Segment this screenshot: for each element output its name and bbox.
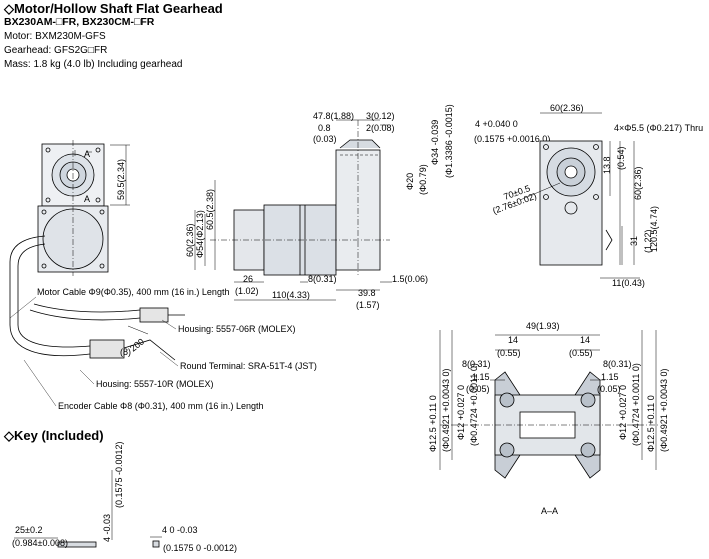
- dim-0-55-left: (0.55): [497, 348, 521, 358]
- dim-0-54: (0.54): [616, 146, 626, 170]
- dim-0-05-right: (0.05): [597, 384, 621, 394]
- dim-110: 110(4.33): [272, 290, 310, 300]
- section-mark-a-bottom: A: [84, 194, 90, 204]
- key-drawing: [57, 540, 160, 548]
- model-numbers: BX230AM-□FR, BX230CM-□FR: [4, 16, 155, 28]
- dim-1-15-left: 1.15: [472, 372, 490, 382]
- dim-59-5: 59.5(2.34): [116, 159, 126, 200]
- motor-spec: Motor: BXM230M-GFS: [4, 31, 106, 42]
- dim-phi12-5-right: Φ12.5 +0.11 0: [646, 395, 656, 452]
- dim-key-slot-inch: (0.1575 +0.0016 0): [474, 134, 550, 144]
- dim-phi12-right: Φ12 +0.027 0: [618, 385, 628, 440]
- key-height-inch: (0.1575 0 -0.0012): [163, 543, 237, 553]
- gearhead-spec: Gearhead: GFS2G□FR: [4, 45, 108, 56]
- dim-phi12-5-left: Φ12.5 +0.11 0: [428, 395, 438, 452]
- dim-31: 31: [629, 236, 639, 246]
- dim-0-55-right: (0.55): [569, 348, 593, 358]
- housing-6r-label: Housing: 5557-06R (MOLEX): [178, 324, 296, 334]
- dim-phi0-79: (Φ0.79): [418, 164, 428, 195]
- dim-key-slot: 4 +0.040 0: [475, 119, 518, 129]
- cable-8-label: (8): [120, 347, 131, 357]
- dim-8: 8(0.31): [308, 274, 337, 284]
- mass-spec: Mass: 1.8 kg (4.0 lb) Including gearhead: [4, 59, 183, 70]
- dim-1-22: (1.22): [643, 229, 653, 253]
- section-a-a: [440, 371, 660, 479]
- dim-60-5: 60.5(2.38): [205, 189, 215, 230]
- page-title: ◇Motor/Hollow Shaft Flat Gearhead: [4, 1, 223, 16]
- dim-11: 11(0.43): [612, 278, 645, 288]
- dim-60-right: 60(2.36): [633, 166, 643, 200]
- dim-phi1-3386: (Φ1.3386 -0.0015): [444, 104, 454, 178]
- rear-view: [539, 140, 613, 266]
- dim-0-03: (0.03): [313, 134, 337, 144]
- dim-phi20: Φ20: [405, 173, 415, 190]
- dim-phi0-4724-right: (Φ0.4724 +0.0011 0): [631, 363, 641, 446]
- thru-holes-label: 4×Φ5.5 (Φ0.217) Thru: [614, 123, 703, 133]
- dim-phi0-4921-right: (Φ0.4921 +0.0043 0): [659, 369, 669, 453]
- key-width: 4 -0.03: [102, 514, 112, 542]
- dim-phi54: Φ54(Φ2.13): [195, 210, 205, 258]
- dim-14-right: 14: [580, 335, 590, 345]
- key-length: 25±0.2: [15, 525, 42, 535]
- front-view: [37, 140, 130, 276]
- motor-cable-label: Motor Cable Φ9(Φ0.35), 400 mm (16 in.) L…: [37, 287, 229, 297]
- dim-phi34: Φ34 -0.039: [430, 120, 440, 165]
- side-view: [210, 120, 390, 276]
- dim-26: 26: [243, 274, 253, 284]
- section-label: A–A: [541, 506, 558, 516]
- section-mark-a-top: A: [84, 149, 90, 159]
- dim-49: 49(1.93): [526, 321, 560, 331]
- dim-0-8: 0.8: [318, 123, 331, 133]
- dim-1-5: 1.5(0.06): [392, 274, 428, 284]
- round-terminal-label: Round Terminal: SRA-51T-4 (JST): [180, 361, 317, 371]
- key-height: 4 0 -0.03: [162, 525, 198, 535]
- encoder-cable-label: Encoder Cable Φ8 (Φ0.31), 400 mm (16 in.…: [58, 401, 263, 411]
- dim-8-left: 8(0.31): [462, 359, 491, 369]
- dim-14-left: 14: [508, 335, 518, 345]
- dim-0-05-left: (0.05): [466, 384, 490, 394]
- dim-2: 2(0.08): [366, 123, 395, 133]
- dim-1-57: (1.57): [356, 300, 380, 310]
- housing-10r-label: Housing: 5557-10R (MOLEX): [96, 379, 214, 389]
- dim-60-236: 60(2.36): [185, 223, 195, 257]
- dim-13-8: 13.8: [602, 156, 612, 174]
- dim-120-5: 120.5(4.74): [649, 206, 659, 252]
- dim-1-02: (1.02): [235, 286, 259, 296]
- key-section-title: ◇Key (Included): [4, 428, 104, 443]
- dim-47-8: 47.8(1.88): [313, 111, 354, 121]
- dim-phi12-left: Φ12 +0.027 0: [456, 385, 466, 440]
- dim-39-8: 39.8: [358, 288, 376, 298]
- dim-phi0-4724-left: (Φ0.4724 +0.0011 0): [469, 363, 479, 446]
- dim-1-15-right: 1.15: [601, 372, 619, 382]
- dim-60-top: 60(2.36): [550, 103, 584, 113]
- dim-3: 3(0.12): [366, 111, 395, 121]
- dim-phi0-4921-left: (Φ0.4921 +0.0043 0): [441, 369, 451, 453]
- key-width-inch: (0.1575 -0.0012): [114, 441, 124, 508]
- dim-8-right: 8(0.31): [603, 359, 632, 369]
- key-length-inch: (0.984±0.008): [12, 538, 68, 548]
- cables: [9, 235, 185, 361]
